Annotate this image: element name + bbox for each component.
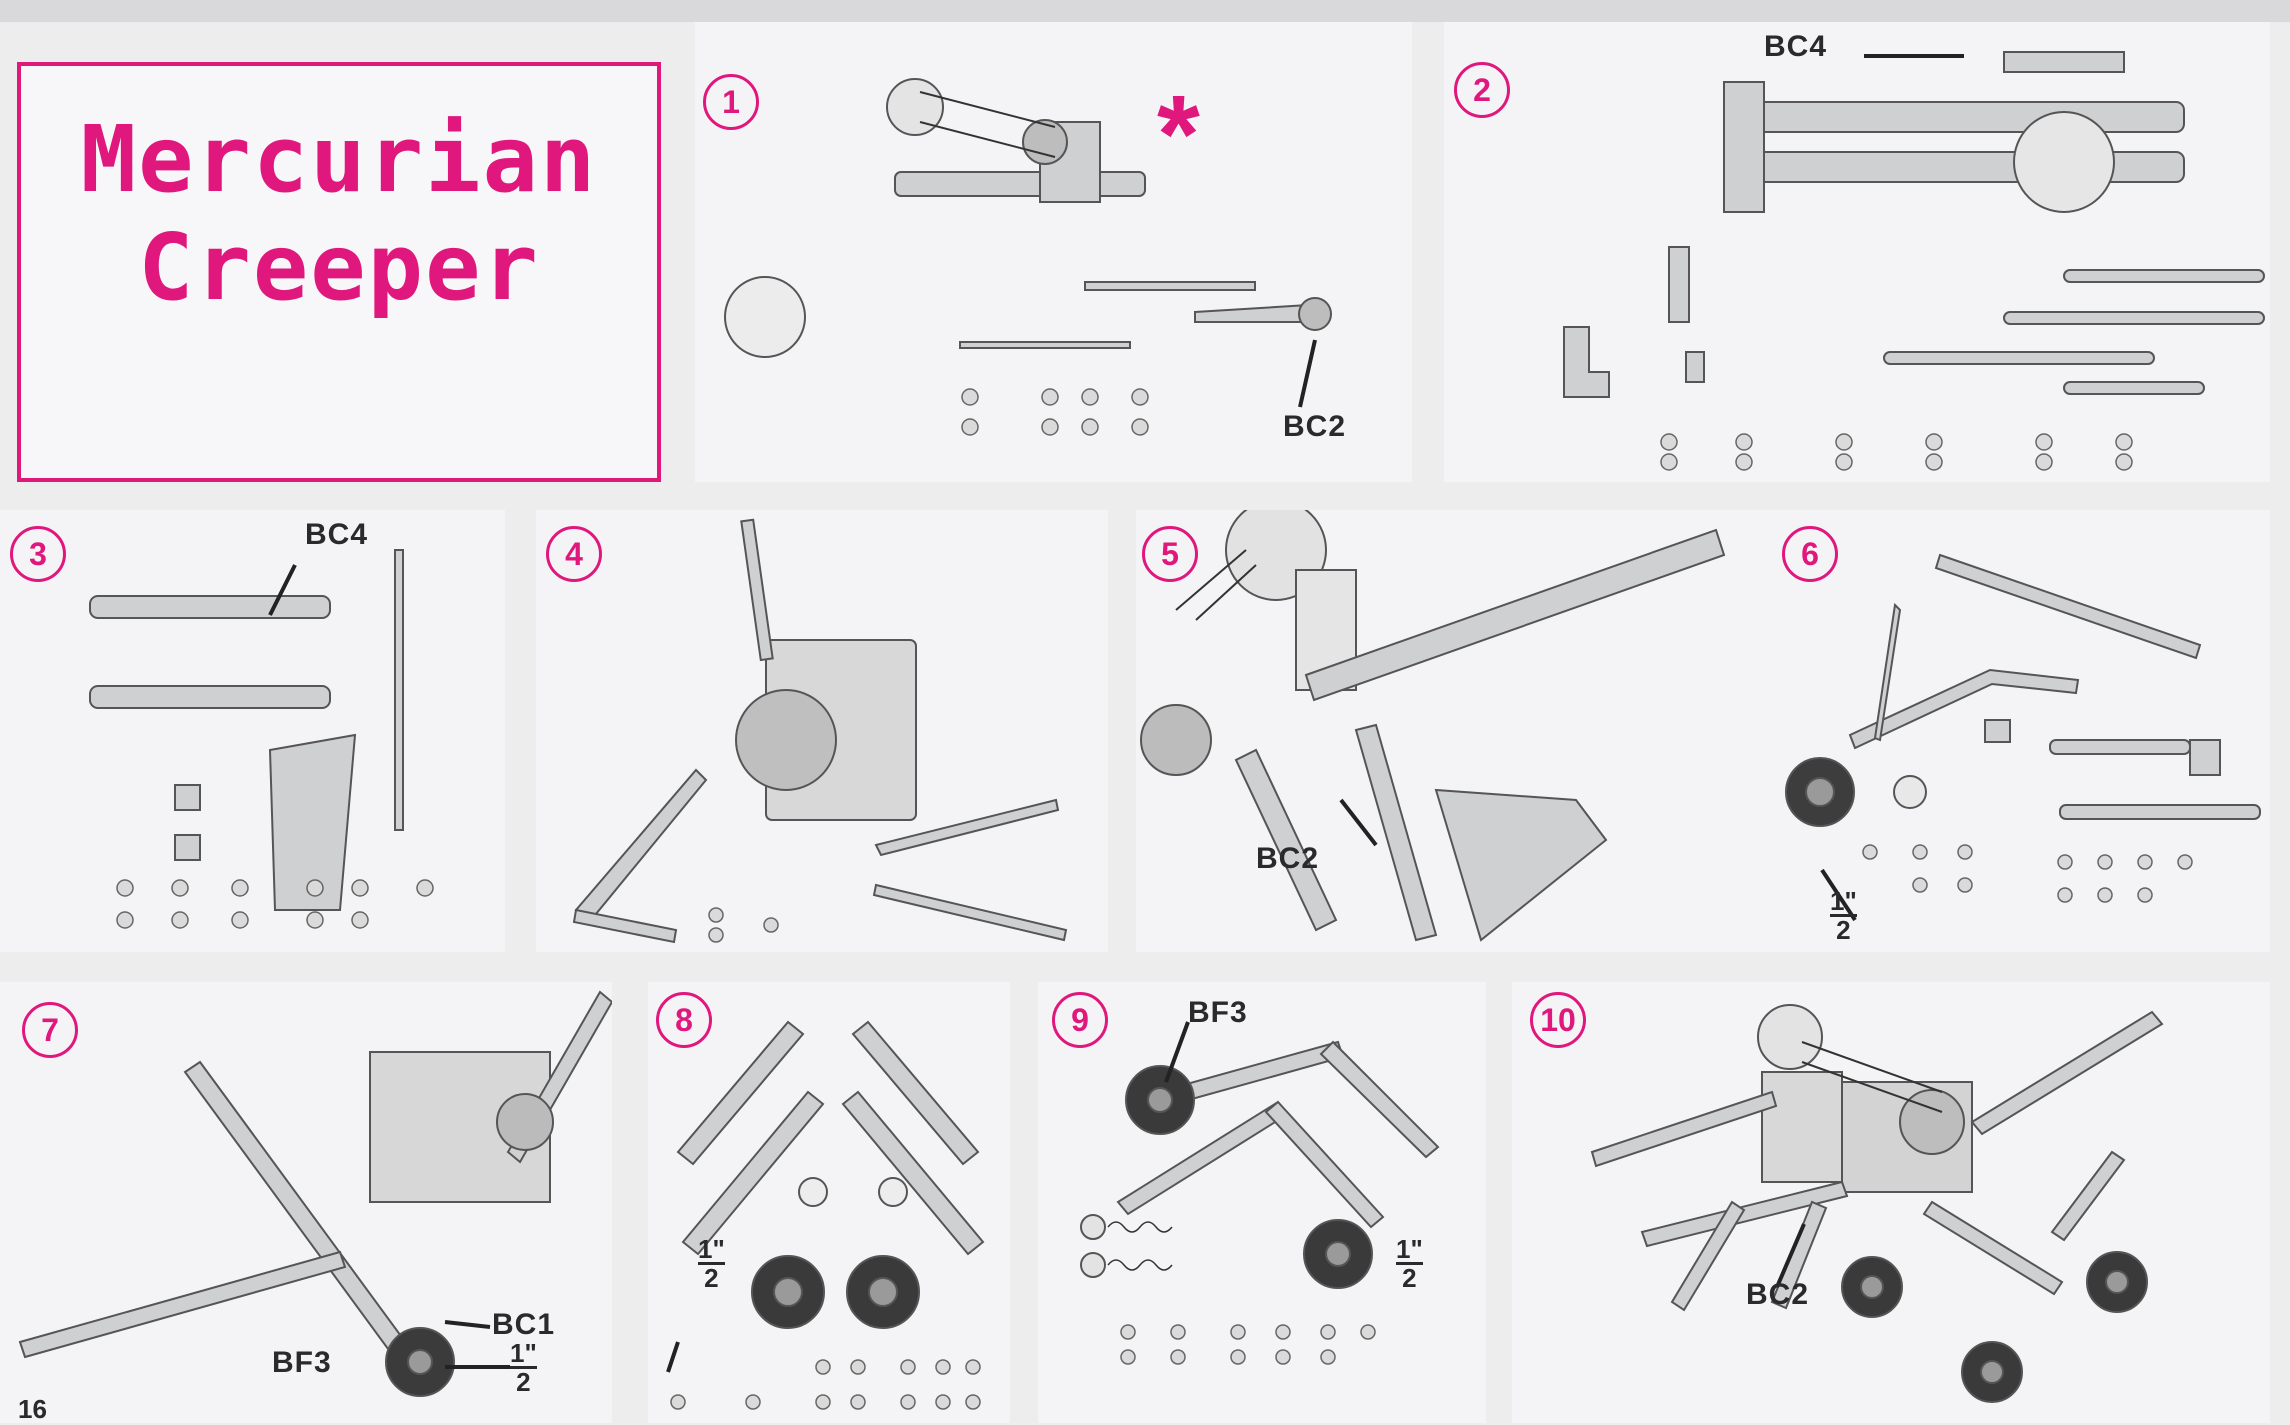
title-line-2: Creeper: [138, 214, 540, 321]
step-7-fraction-denominator: 2: [516, 1367, 531, 1397]
step-8-fraction: 1" 2: [698, 1236, 725, 1291]
step-1-number: 1: [703, 74, 759, 130]
step-10-panel: 10 BC2: [1512, 982, 2270, 1423]
top-strip: [0, 0, 2290, 22]
step-4-number: 4: [546, 526, 602, 582]
step-8-number: 8: [656, 992, 712, 1048]
step-10-number: 10: [1530, 992, 1586, 1048]
asterisk-marker: *: [1157, 73, 1200, 196]
step-7-fraction: 1" 2: [510, 1340, 537, 1395]
step-6-fraction-denominator: 2: [1836, 915, 1851, 945]
step-3-illustration: [89, 549, 434, 929]
step-5-label-bc2: BC2: [1256, 842, 1320, 875]
step-2-illustration: [1563, 51, 2265, 471]
step-7-label-bc1: BC1: [492, 1308, 556, 1341]
step-2-label-bc4: BC4: [1764, 30, 1828, 63]
step-4-illustration: [572, 518, 1068, 944]
step-10-illustration: [1590, 1004, 2164, 1403]
step-9-number: 9: [1052, 992, 1108, 1048]
step-3-label-bc4: BC4: [305, 518, 369, 551]
step-9-fraction-numerator: 1": [1396, 1234, 1423, 1264]
step-1-label-bc2: BC2: [1283, 410, 1347, 443]
step-5-illustration: [1140, 510, 1726, 942]
step-9-illustration: [1080, 1021, 1440, 1365]
step-7-number: 7: [22, 1002, 78, 1058]
step-1-illustration: [724, 78, 1332, 436]
step-3-number: 3: [10, 526, 66, 582]
step-8-fraction-denominator: 2: [704, 1263, 719, 1293]
step-3-panel: 3 BC4: [0, 510, 505, 952]
step-7-panel: 7 BC1 BF3 1" 2: [0, 982, 612, 1423]
step-6-panel: 6 1" 2: [1760, 510, 2270, 952]
step-6-number: 6: [1782, 526, 1838, 582]
step-8-fraction-numerator: 1": [698, 1234, 725, 1264]
title-box: Mercurian Creeper: [17, 62, 661, 482]
step-6-illustration: [1785, 553, 2261, 922]
step-1-panel: 1 * BC2: [695, 22, 1412, 482]
step-5-number: 5: [1142, 526, 1198, 582]
step-9-fraction-denominator: 2: [1402, 1263, 1417, 1293]
step-6-fraction: 1" 2: [1830, 888, 1857, 943]
step-10-label-bc2: BC2: [1746, 1278, 1810, 1311]
step-9-label-bf3: BF3: [1188, 996, 1248, 1029]
step-2-number: 2: [1454, 62, 1510, 118]
step-7-label-bf3: BF3: [272, 1346, 332, 1379]
step-8-panel: 8 1" 2: [648, 982, 1010, 1423]
step-9-fraction: 1" 2: [1396, 1236, 1423, 1291]
step-8-illustration: [666, 1020, 985, 1410]
step-7-illustration: [18, 990, 612, 1397]
step-6-fraction-numerator: 1": [1830, 886, 1857, 916]
step-2-panel: 2 BC4: [1444, 22, 2270, 482]
page-number: 16: [18, 1394, 47, 1424]
title-line-1: Mercurian: [80, 106, 598, 213]
step-4-panel: 4: [536, 510, 1108, 952]
step-7-fraction-numerator: 1": [510, 1338, 537, 1368]
step-5-panel: 5 BC2: [1136, 510, 1761, 952]
step-9-panel: 9 BF3 1" 2: [1038, 982, 1486, 1423]
